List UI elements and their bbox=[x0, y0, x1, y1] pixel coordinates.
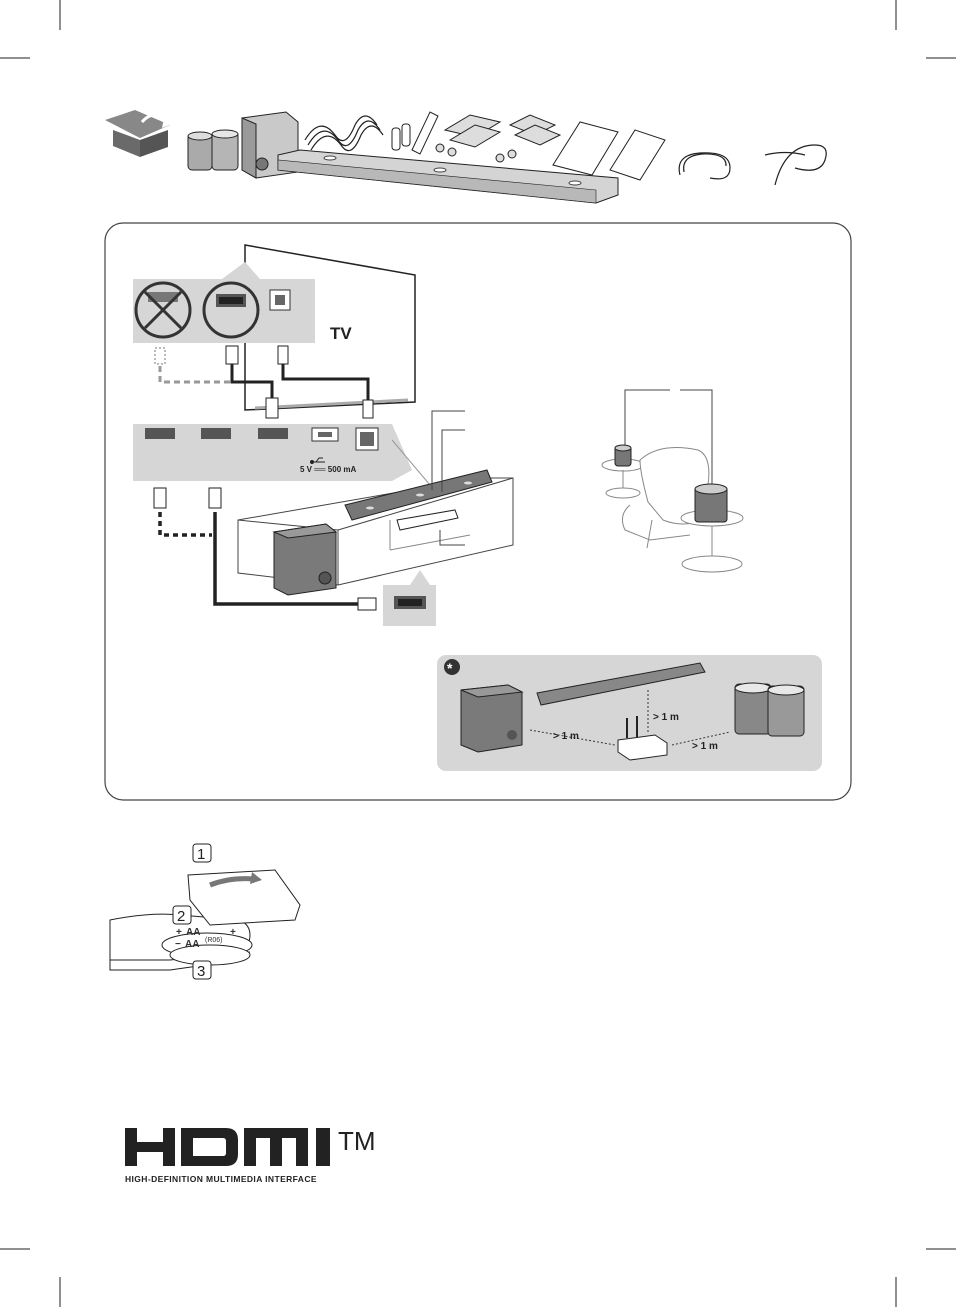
battery-plus-1: + bbox=[176, 927, 182, 938]
tv-hdmi-port bbox=[204, 283, 258, 337]
soundbar-port-panel: 5 V ══ 500 mA bbox=[133, 424, 430, 485]
battery-step-3: 3 bbox=[193, 961, 211, 980]
battery-model: (R06) bbox=[205, 937, 223, 944]
battery-type-2: AA bbox=[185, 939, 199, 950]
room-setup bbox=[238, 470, 513, 595]
usb-power-label: 5 V ══ 500 mA bbox=[300, 465, 356, 474]
cables-item bbox=[305, 116, 383, 151]
battery-step-1: 1 bbox=[193, 844, 211, 863]
prohibited-icon bbox=[136, 283, 190, 337]
battery-plus-2: + bbox=[230, 927, 236, 938]
distance-panel: * > 1 m > 1 m > 1 m bbox=[437, 655, 822, 771]
manuals-item bbox=[553, 122, 665, 180]
box-contents bbox=[105, 110, 826, 203]
tv-label: TV bbox=[330, 324, 352, 343]
svg-text:*: * bbox=[447, 660, 453, 676]
hdmi-logo: TM HIGH-DEFINITION MULTIMEDIA INTERFACE bbox=[125, 1126, 376, 1184]
distance-label-rear: > 1 m bbox=[692, 741, 718, 752]
svg-text:1: 1 bbox=[197, 846, 205, 863]
distance-label-subwoofer: > 1 m bbox=[553, 731, 579, 742]
wall-brackets-item bbox=[436, 115, 560, 162]
hdmi-cable-item bbox=[765, 145, 826, 185]
hdmi-wordmark-shape bbox=[125, 1128, 330, 1166]
external-device-port bbox=[383, 570, 436, 626]
battery-minus: − bbox=[175, 939, 181, 950]
rear-speakers-item bbox=[188, 130, 238, 170]
distance-label-soundbar: > 1 m bbox=[653, 712, 679, 723]
optical-cable-item bbox=[679, 153, 730, 179]
svg-text:2: 2 bbox=[177, 908, 185, 925]
rear-speaker-placement bbox=[602, 390, 743, 572]
device-hdmi-plug bbox=[358, 598, 376, 610]
battery-type-1: AA bbox=[186, 927, 200, 938]
battery-step-2: 2 bbox=[173, 906, 191, 925]
open-box-icon bbox=[105, 110, 172, 157]
svg-text:3: 3 bbox=[197, 963, 205, 980]
hdmi-in-plugs bbox=[154, 488, 221, 508]
battery-installation: 1 2 3 + AA − AA (R06) + bbox=[110, 844, 300, 980]
tv-optical-port bbox=[270, 290, 290, 310]
remote-batteries-item bbox=[392, 112, 438, 154]
hdmi-tagline: HIGH-DEFINITION MULTIMEDIA INTERFACE bbox=[125, 1174, 317, 1184]
hdmi-tm: TM bbox=[338, 1126, 376, 1156]
